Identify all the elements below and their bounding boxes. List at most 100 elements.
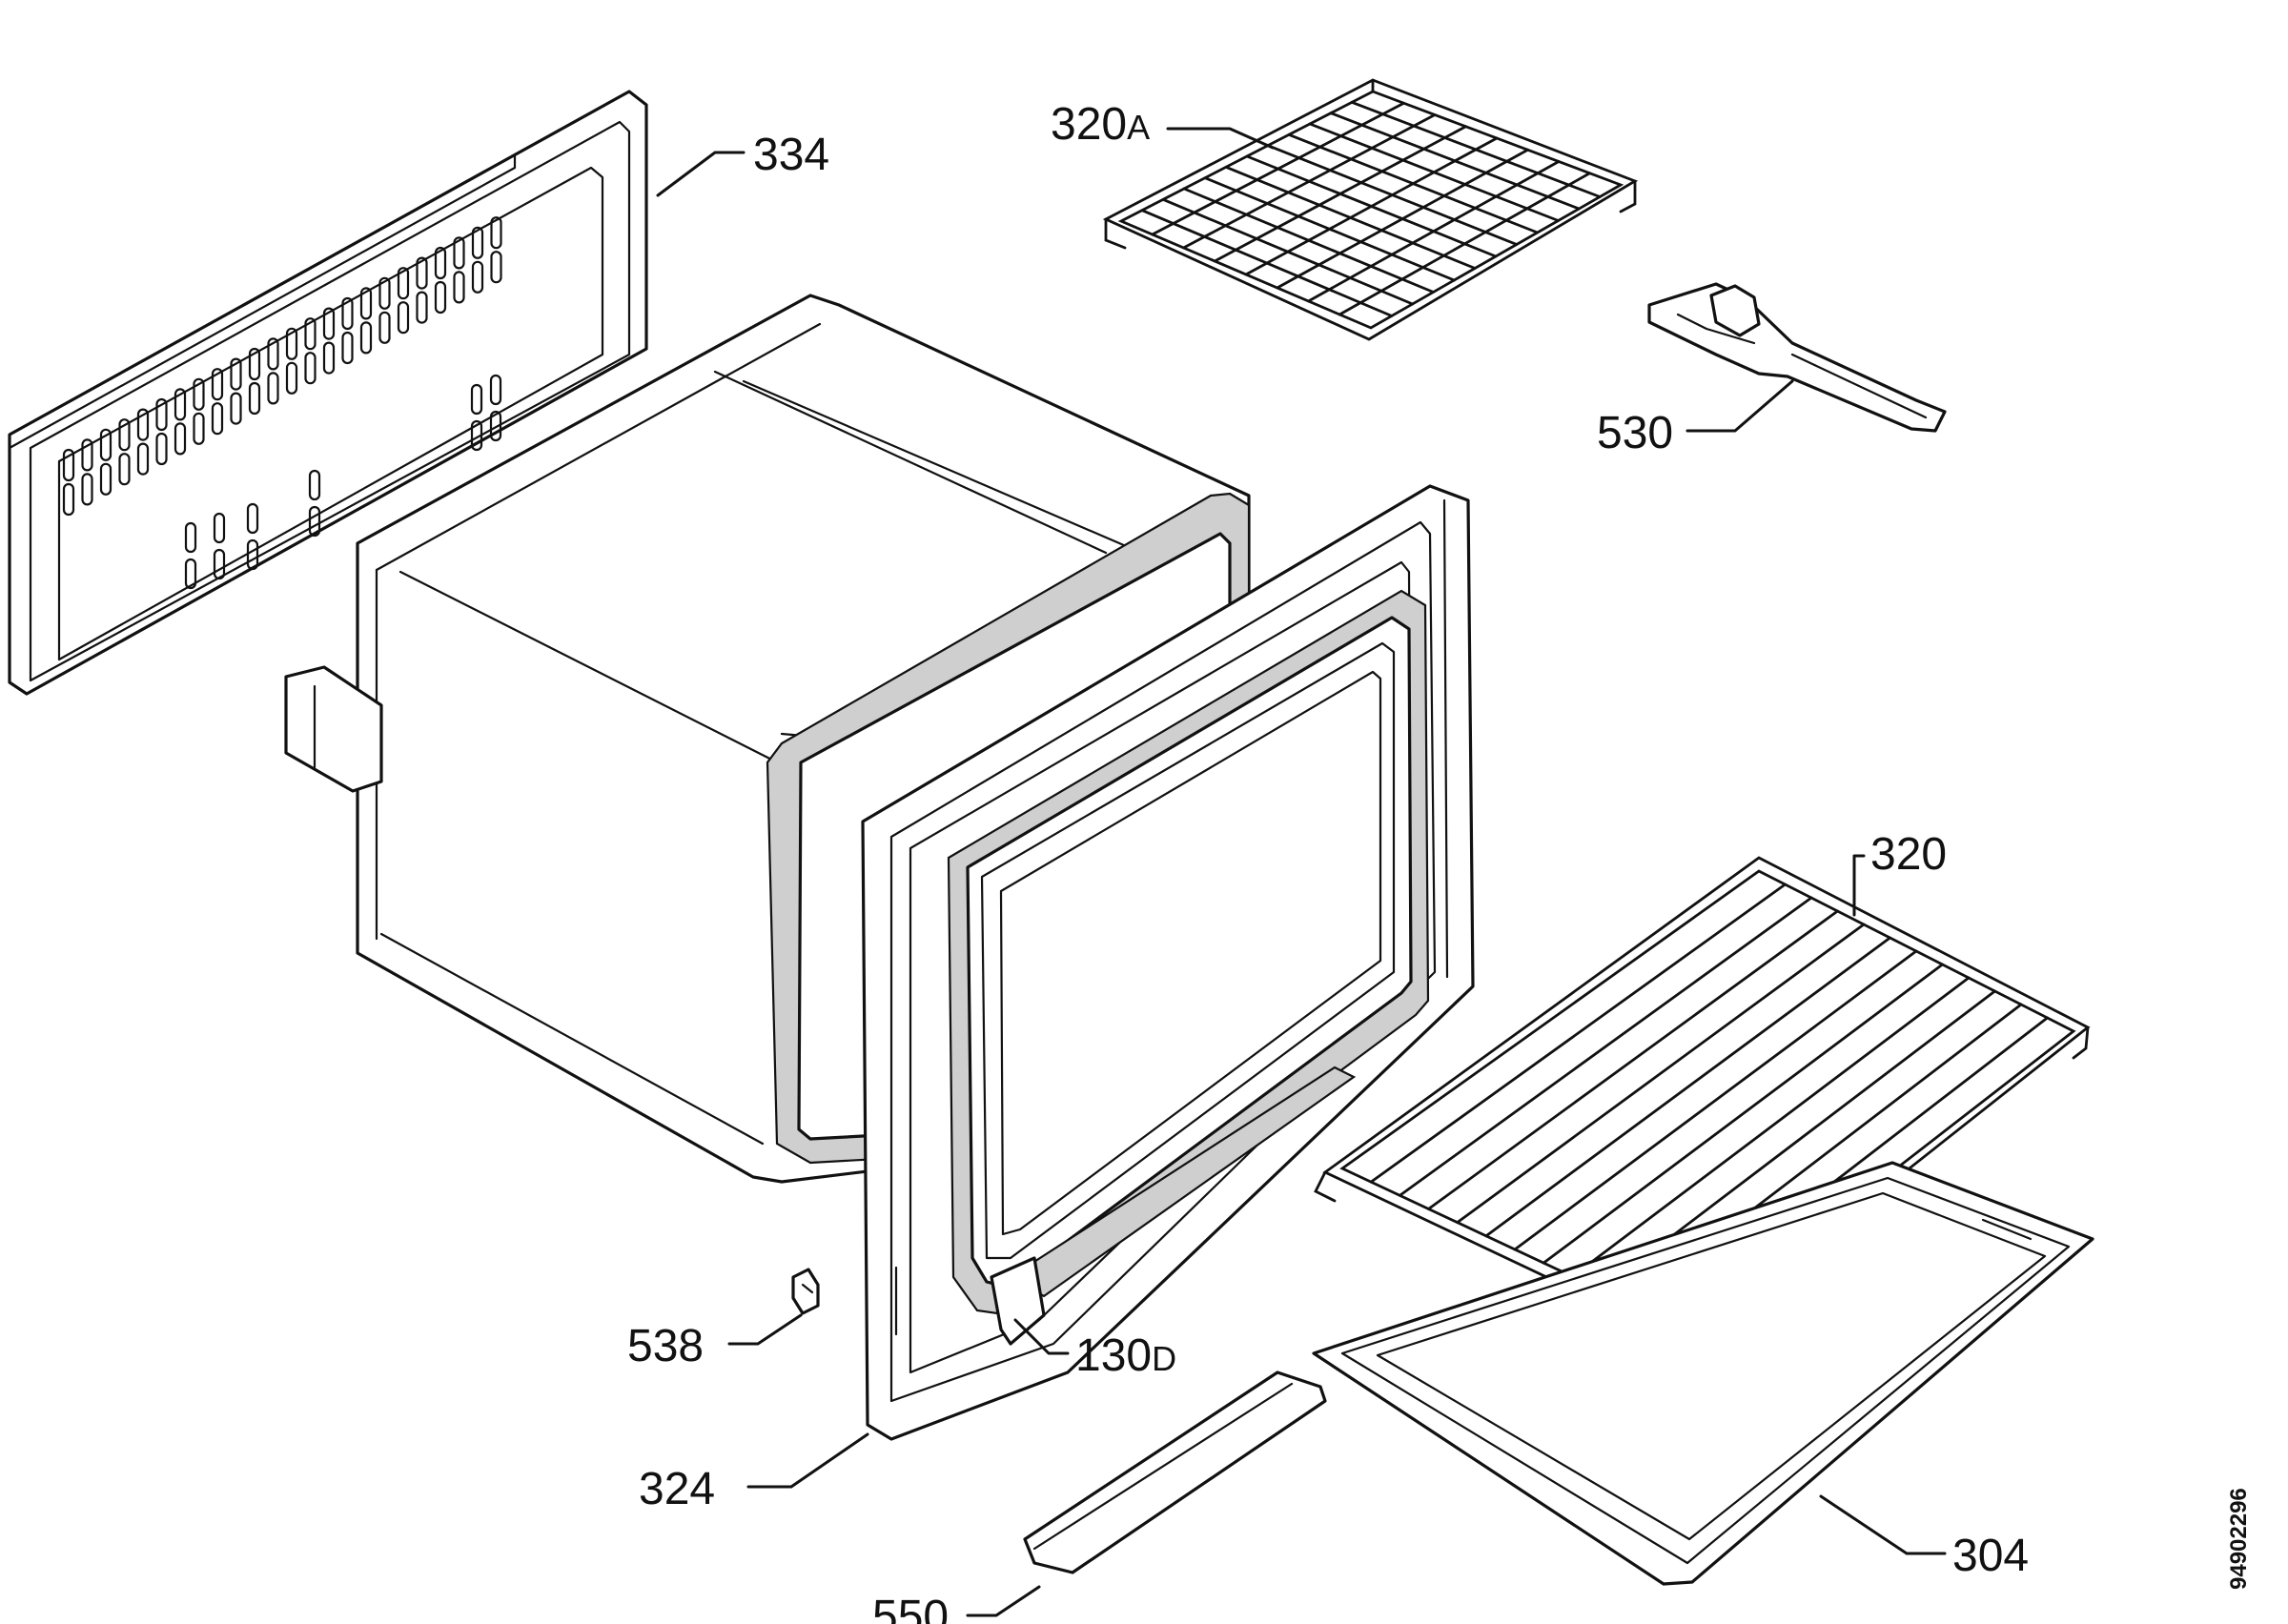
vent-slot — [193, 412, 205, 445]
vent-slot — [155, 397, 168, 432]
vent-slot — [81, 473, 93, 506]
vent-slot — [62, 448, 75, 482]
vent-slot — [211, 368, 224, 401]
leader-130d — [1013, 1318, 1070, 1355]
rack-rod — [1542, 963, 1944, 1265]
vent-slot — [285, 327, 298, 360]
callout-550: 550 — [872, 1592, 949, 1624]
trim-strip-part — [1023, 1370, 1327, 1574]
vent-slot — [489, 374, 502, 406]
vent-slot — [490, 216, 502, 250]
vent-slot — [285, 361, 298, 395]
vent-slot — [416, 256, 428, 290]
grid-wire — [1338, 172, 1591, 316]
vent-slot — [304, 317, 317, 351]
vent-slot — [378, 311, 391, 344]
vent-slot — [308, 469, 321, 501]
grid-wire — [1276, 148, 1529, 290]
leader-304 — [1819, 1494, 1947, 1555]
baking-tray-part — [1312, 1161, 2094, 1586]
tray-handle-part — [1647, 282, 1947, 433]
rack-rod — [1427, 909, 1839, 1210]
vent-slot — [211, 402, 224, 436]
callout-labels: 334 320A 530 320 538 130D 324 304 550 — [627, 99, 2029, 1624]
vent-slot — [416, 291, 428, 324]
vent-slot — [322, 341, 336, 375]
leader-lines — [656, 127, 1947, 1617]
vent-slot — [246, 538, 259, 571]
vent-slot — [359, 287, 373, 320]
vent-slot — [397, 267, 410, 300]
callout-320: 320 — [1870, 829, 1947, 880]
grid-wire — [1182, 113, 1437, 250]
vent-slot — [81, 438, 93, 472]
vent-slot — [341, 296, 354, 331]
callout-324: 324 — [639, 1464, 715, 1514]
leader-334 — [656, 151, 746, 197]
grid-wire — [1213, 125, 1467, 263]
ventilation-slots — [62, 216, 502, 590]
vent-slot — [118, 418, 131, 452]
vent-slot — [397, 301, 410, 335]
vent-slot — [470, 419, 483, 452]
callout-320a: 320A — [1051, 99, 1150, 150]
door-seal-part — [947, 589, 1430, 1346]
vent-slot — [230, 392, 242, 425]
vent-slot — [453, 236, 465, 270]
vent-slot — [470, 383, 483, 416]
vent-slot — [136, 442, 150, 476]
vent-slot — [453, 271, 465, 304]
rack-rod — [1513, 949, 1918, 1251]
vent-slot — [248, 347, 261, 381]
vent-slot — [322, 307, 336, 340]
vent-slot — [434, 280, 447, 315]
vent-slot — [62, 482, 75, 517]
callout-304: 304 — [1952, 1531, 2029, 1581]
vent-slot — [155, 432, 168, 466]
callout-530: 530 — [1597, 408, 1673, 458]
rear-panel-part — [8, 90, 648, 696]
rack-rod — [1484, 936, 1891, 1238]
leader-550 — [966, 1585, 1041, 1617]
vent-slot — [359, 321, 373, 355]
grid-wire — [1151, 101, 1405, 236]
wire-rack-part — [1314, 856, 2091, 1346]
rack-rod — [1369, 883, 1787, 1184]
vent-slot — [230, 357, 242, 391]
document-code: 94902296 — [2226, 1488, 2252, 1590]
grid-wire — [1307, 160, 1561, 303]
clip-part — [791, 1268, 820, 1315]
vent-slot — [471, 226, 484, 259]
leader-530 — [1685, 379, 1794, 433]
vent-slot — [304, 352, 317, 385]
vent-slot — [341, 331, 354, 365]
callout-538: 538 — [627, 1321, 704, 1371]
vent-slot — [248, 381, 261, 416]
vent-slot — [213, 512, 226, 544]
vent-slot — [184, 521, 197, 554]
vent-slot — [434, 246, 447, 280]
leader-538 — [727, 1313, 803, 1346]
vent-slot — [136, 408, 150, 441]
vent-slot — [174, 388, 187, 421]
vent-slot — [267, 372, 279, 405]
vent-slot — [184, 558, 197, 590]
rack-rod — [1398, 896, 1813, 1197]
vent-slot — [193, 377, 205, 411]
vent-slot — [267, 337, 279, 371]
vent-slot — [490, 251, 502, 284]
leader-324 — [746, 1432, 869, 1489]
vent-slot — [471, 260, 484, 294]
vent-slot — [118, 453, 131, 486]
vent-slot — [174, 422, 187, 456]
callout-334: 334 — [753, 130, 829, 180]
leader-320a — [1166, 127, 1275, 150]
vent-slot — [99, 462, 112, 496]
vent-slot — [99, 428, 112, 461]
callout-130d: 130D — [1075, 1330, 1176, 1381]
grid-wire — [1244, 136, 1499, 276]
wire-grid-shelf-part — [1102, 78, 1639, 341]
vent-slot — [308, 505, 321, 538]
rack-rod — [1456, 923, 1866, 1225]
